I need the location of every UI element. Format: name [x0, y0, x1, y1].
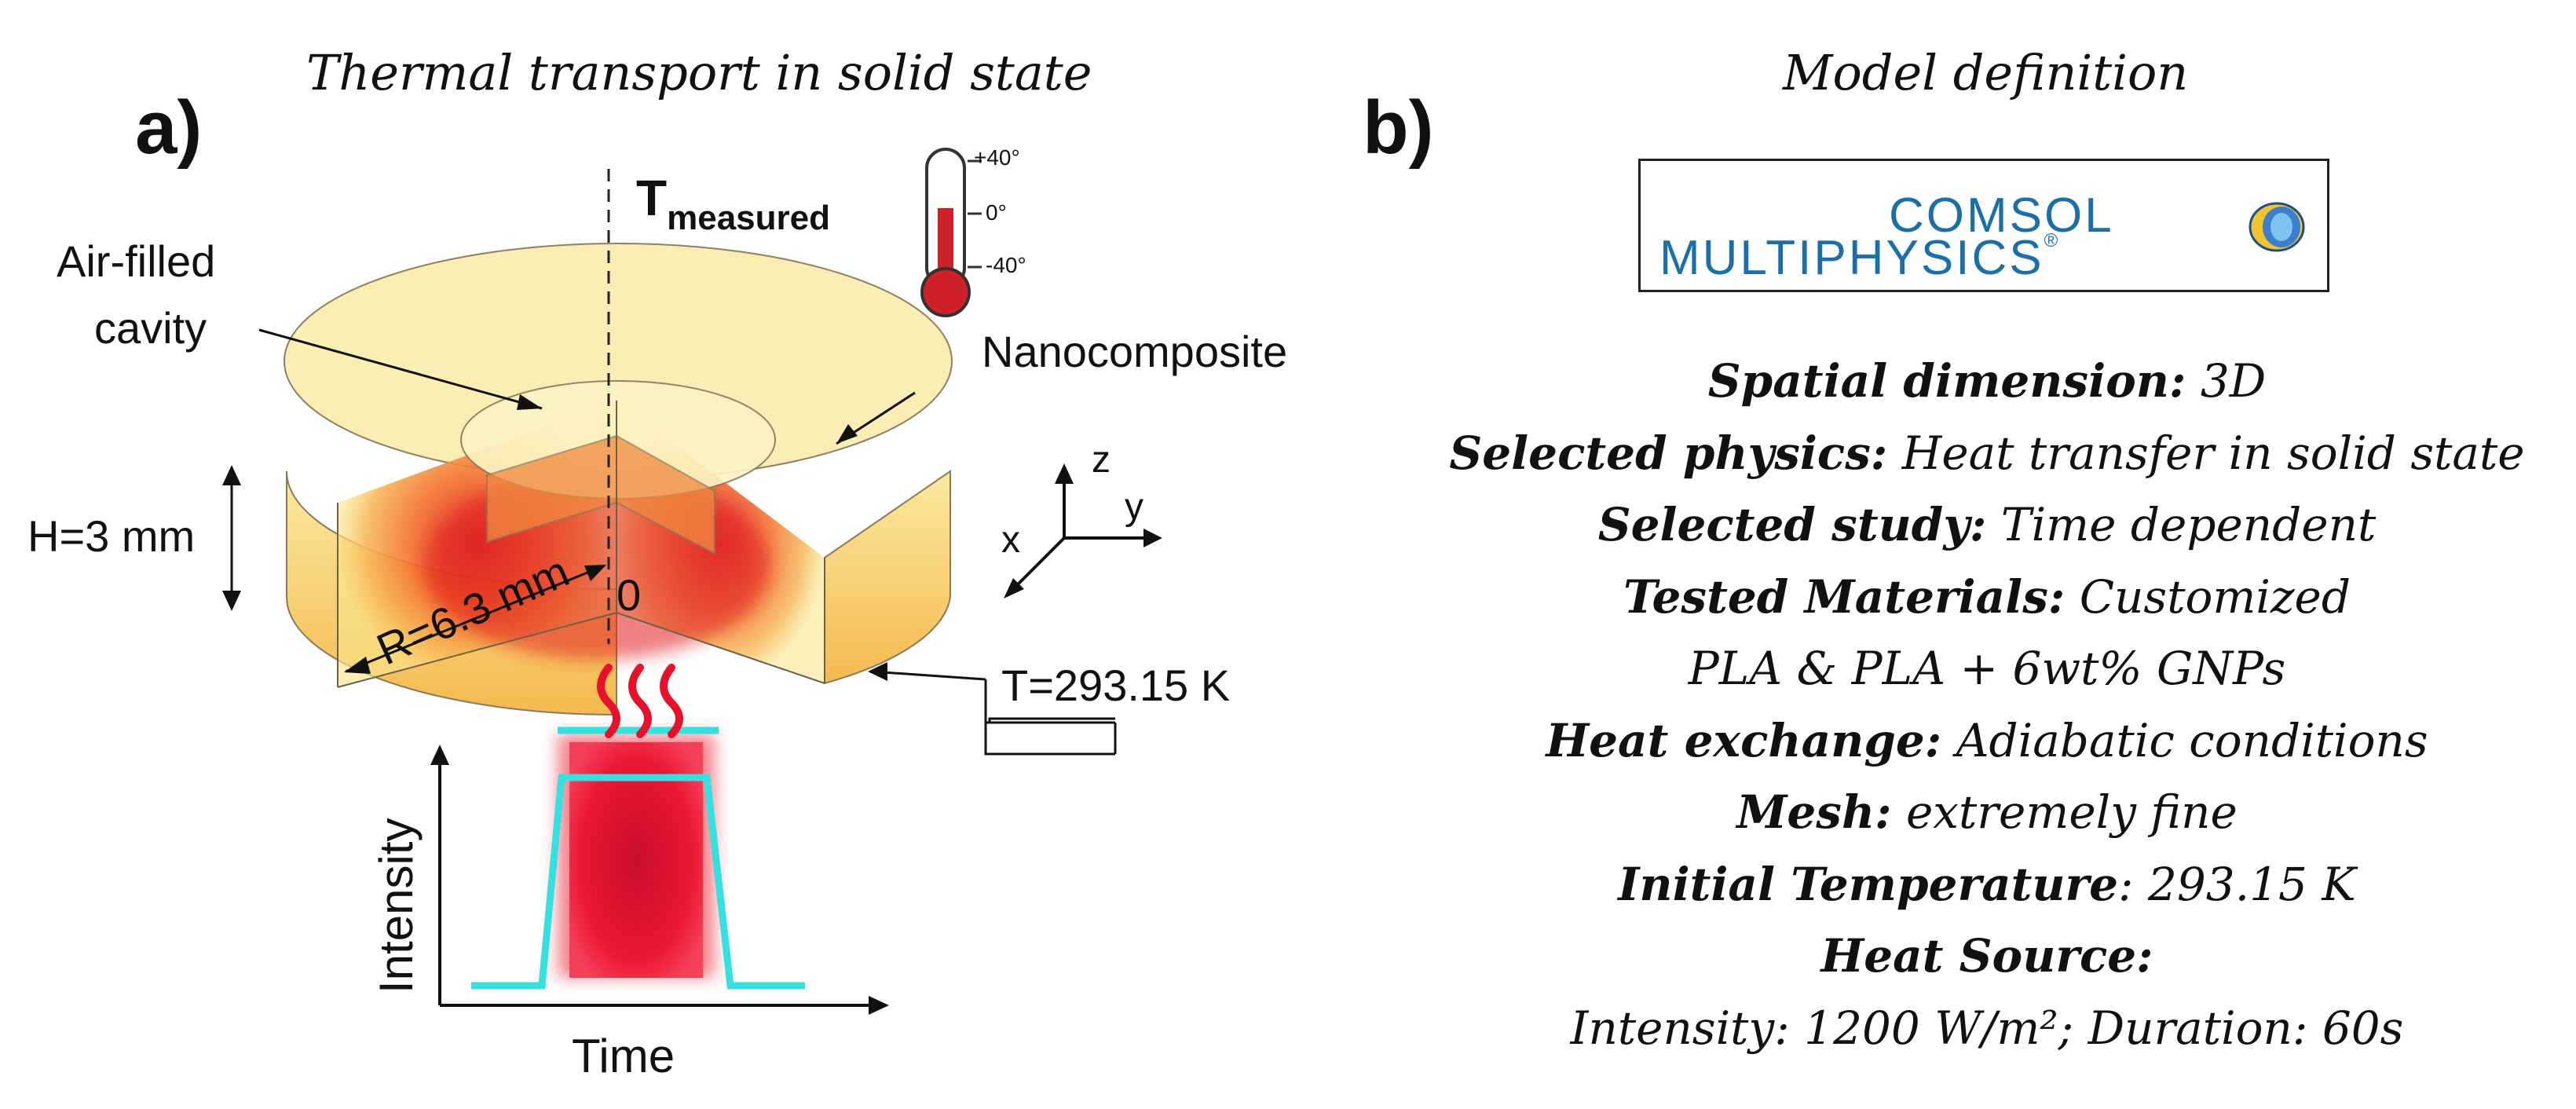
def-row: Heat Source:	[1820, 929, 2153, 983]
def-row: Intensity: 1200 W/m²; Duration: 60s	[1570, 1001, 2404, 1055]
pulse-profile	[471, 774, 805, 990]
def-row: Spatial dimension: 3D	[1707, 354, 2267, 408]
cylinder-body	[284, 243, 953, 716]
comsol-logo-line2: MULTIPHYSICS®	[1659, 230, 2061, 285]
panel-a-letter: a)	[135, 86, 203, 170]
coordinate-axes	[1004, 463, 1162, 598]
origin-label: 0	[617, 570, 642, 620]
pulse-xlabel: Time	[572, 1030, 675, 1082]
cavity-label-line2: cavity	[94, 303, 207, 353]
nanocomposite-label: Nanocomposite	[982, 327, 1288, 376]
axis-x-label: x	[1001, 519, 1020, 561]
def-row: PLA & PLA + 6wt% GNPs	[1688, 642, 2286, 695]
pulse-ylabel: Intensity	[370, 818, 423, 994]
t-measured-label: Tmeasured	[636, 170, 830, 237]
def-row: Tested Materials: Customized	[1623, 569, 2351, 624]
cavity-leader	[258, 328, 543, 410]
thermo-tick-0: 0°	[986, 200, 1007, 225]
axis-z-label: z	[1092, 439, 1111, 481]
thermo-tick-plus40: +40°	[974, 145, 1020, 170]
def-row: Selected physics: Heat transfer in solid…	[1449, 426, 2525, 480]
def-row: Mesh: extremely fine	[1736, 785, 2238, 839]
thermometer-icon	[920, 148, 982, 317]
cavity-label-line1: Air-filled	[57, 236, 216, 286]
axis-y-label: y	[1125, 486, 1143, 528]
pulse-bar	[569, 742, 703, 978]
height-label: H=3 mm	[27, 511, 196, 561]
thermo-tick-minus40: -40°	[986, 253, 1026, 277]
radius-arrow	[345, 564, 606, 673]
boundary-leader	[984, 717, 1115, 756]
boundary-temp-label: T=293.15 K	[1001, 661, 1231, 710]
def-row: Heat exchange: Adiabatic conditions	[1546, 713, 2428, 767]
def-row: Initial Temperature: 293.15 K	[1618, 857, 2356, 911]
model-definition-list: Spatial dimension: 3D Selected physics: …	[1406, 346, 2568, 1064]
def-row: Selected study: Time dependent	[1597, 498, 2377, 551]
cylinder-right-wall	[824, 470, 951, 685]
panel-b-title: Model definition	[1783, 44, 2189, 101]
pulse-chart	[430, 664, 889, 1015]
heat-waves-icon	[597, 664, 683, 738]
comsol-cylinder-icon	[2249, 202, 2305, 252]
comsol-logo: COMSOL MULTIPHYSICS®	[1638, 159, 2329, 292]
comsol-logo-line1: COMSOL	[1889, 188, 2114, 243]
panel-a-title: Thermal transport in solid state	[306, 44, 1092, 101]
panel-b-letter: b)	[1363, 86, 1434, 170]
